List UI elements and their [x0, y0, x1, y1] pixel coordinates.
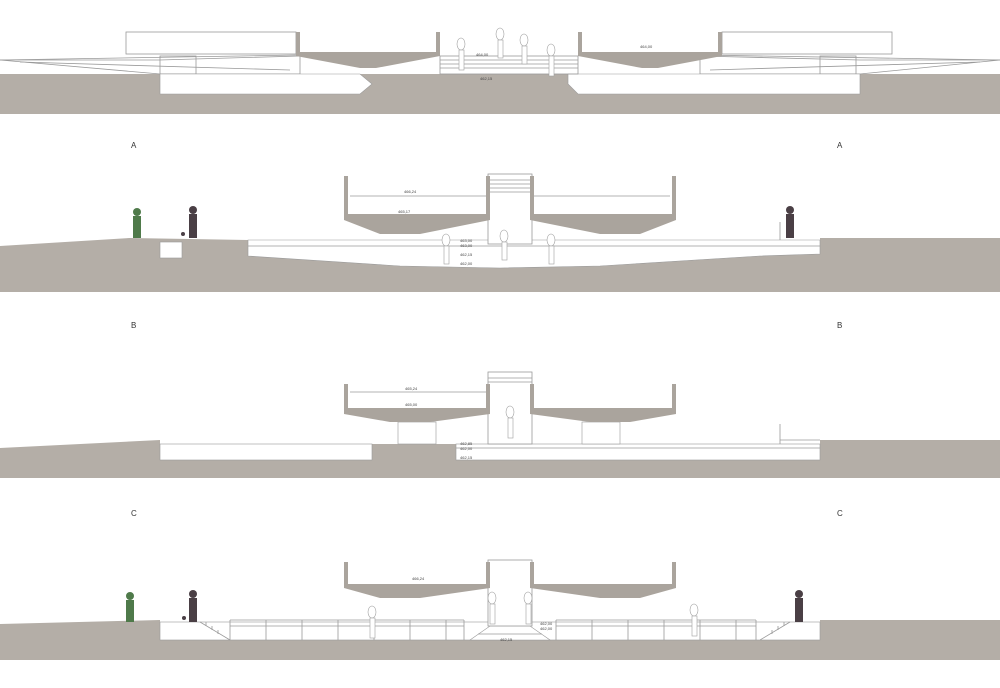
elevation-label: 465,17	[398, 209, 411, 214]
section-marker-right: C	[837, 509, 843, 518]
ramp-line	[699, 54, 1000, 61]
bridge-deck-left	[296, 32, 440, 68]
section-marker-left: B	[131, 321, 136, 330]
elevation-label: 462,00	[460, 261, 473, 266]
elevation-label: 462,15	[500, 637, 513, 642]
section-c-drawing: C C	[0, 509, 1000, 660]
terrace-band	[247, 239, 821, 269]
bridge-deck-right	[578, 32, 722, 68]
person-figure	[441, 233, 451, 265]
bench-block	[159, 241, 183, 259]
elevation-label: 465,24	[405, 386, 418, 391]
person-figure	[546, 43, 556, 77]
elevation-label: 462,85	[460, 441, 473, 446]
elevation-label: 466,24	[404, 189, 417, 194]
elevation-label: 464,00	[476, 52, 489, 57]
terrace-left	[159, 443, 373, 461]
person-figure	[456, 37, 466, 71]
person-figure	[523, 591, 533, 625]
person-figure	[499, 229, 509, 261]
ramp-left	[0, 55, 301, 75]
person-figure	[505, 405, 515, 439]
bridge-deck-right	[530, 384, 676, 422]
person-figure-green	[126, 592, 134, 622]
back-wall-right	[721, 31, 893, 55]
section-a-drawing: A A	[0, 141, 1000, 292]
elevation-label: 463,00	[460, 243, 473, 248]
back-wall-left	[125, 31, 297, 55]
bridge-deck-left	[344, 176, 490, 234]
elevation-label: 465,00	[405, 402, 418, 407]
person-figure-dark	[182, 590, 197, 622]
person-figure-dark	[181, 206, 197, 238]
bridge-deck-left	[344, 562, 490, 598]
bridge-support	[581, 421, 621, 445]
low-wall-right	[819, 55, 857, 75]
bridge-deck-right	[530, 562, 676, 598]
person-figure-green	[133, 208, 141, 238]
elevation-label: 462,00	[540, 626, 553, 631]
ramp-line	[0, 54, 301, 61]
section-marker-right: A	[837, 141, 843, 150]
person-figure	[689, 603, 699, 637]
elevation-label: 463,00	[460, 238, 473, 243]
person-figure-dark	[795, 590, 803, 622]
section-marker-right: B	[837, 321, 842, 330]
steps-right	[759, 621, 791, 641]
section-marker-left: A	[131, 141, 137, 150]
ground-mass	[0, 238, 1000, 292]
stair-tower	[487, 173, 533, 245]
lower-terrace-left	[159, 73, 373, 95]
section-marker-left: C	[131, 509, 137, 518]
railing-right	[555, 619, 757, 640]
section-b-drawing: B B 465,24 465,00 462,85 462,00 462,15	[0, 321, 1000, 478]
person-figure	[367, 605, 377, 639]
ramp-right	[699, 55, 1000, 75]
terrace-right	[455, 443, 821, 461]
elevation-label: 464,00	[640, 44, 653, 49]
ground-mass	[0, 440, 1000, 478]
elevation-label: 462,15	[480, 76, 493, 81]
steps-left	[199, 621, 231, 641]
ramp-line	[19, 61, 291, 71]
person-figure	[487, 591, 497, 625]
elevation-label: 462,15	[460, 252, 473, 257]
low-wall-left	[159, 55, 197, 75]
elevation-label: 462,00	[460, 446, 473, 451]
lower-terrace-right	[567, 73, 861, 95]
person-figure-dark	[786, 206, 794, 238]
ramp-line	[709, 61, 981, 71]
elevation-label: 462,15	[460, 455, 473, 460]
elevation-drawing: 464,00 464,00 462,15	[0, 27, 1000, 114]
bridge-deck-left	[344, 384, 490, 422]
person-figure	[546, 233, 556, 265]
person-figure	[519, 33, 529, 65]
stair-tower	[487, 559, 533, 627]
elevation-label: 466,24	[412, 576, 425, 581]
elevation-label: 462,00	[540, 621, 553, 626]
person-figure	[495, 27, 505, 59]
bridge-support	[397, 421, 437, 445]
bridge-deck-right	[530, 176, 676, 234]
